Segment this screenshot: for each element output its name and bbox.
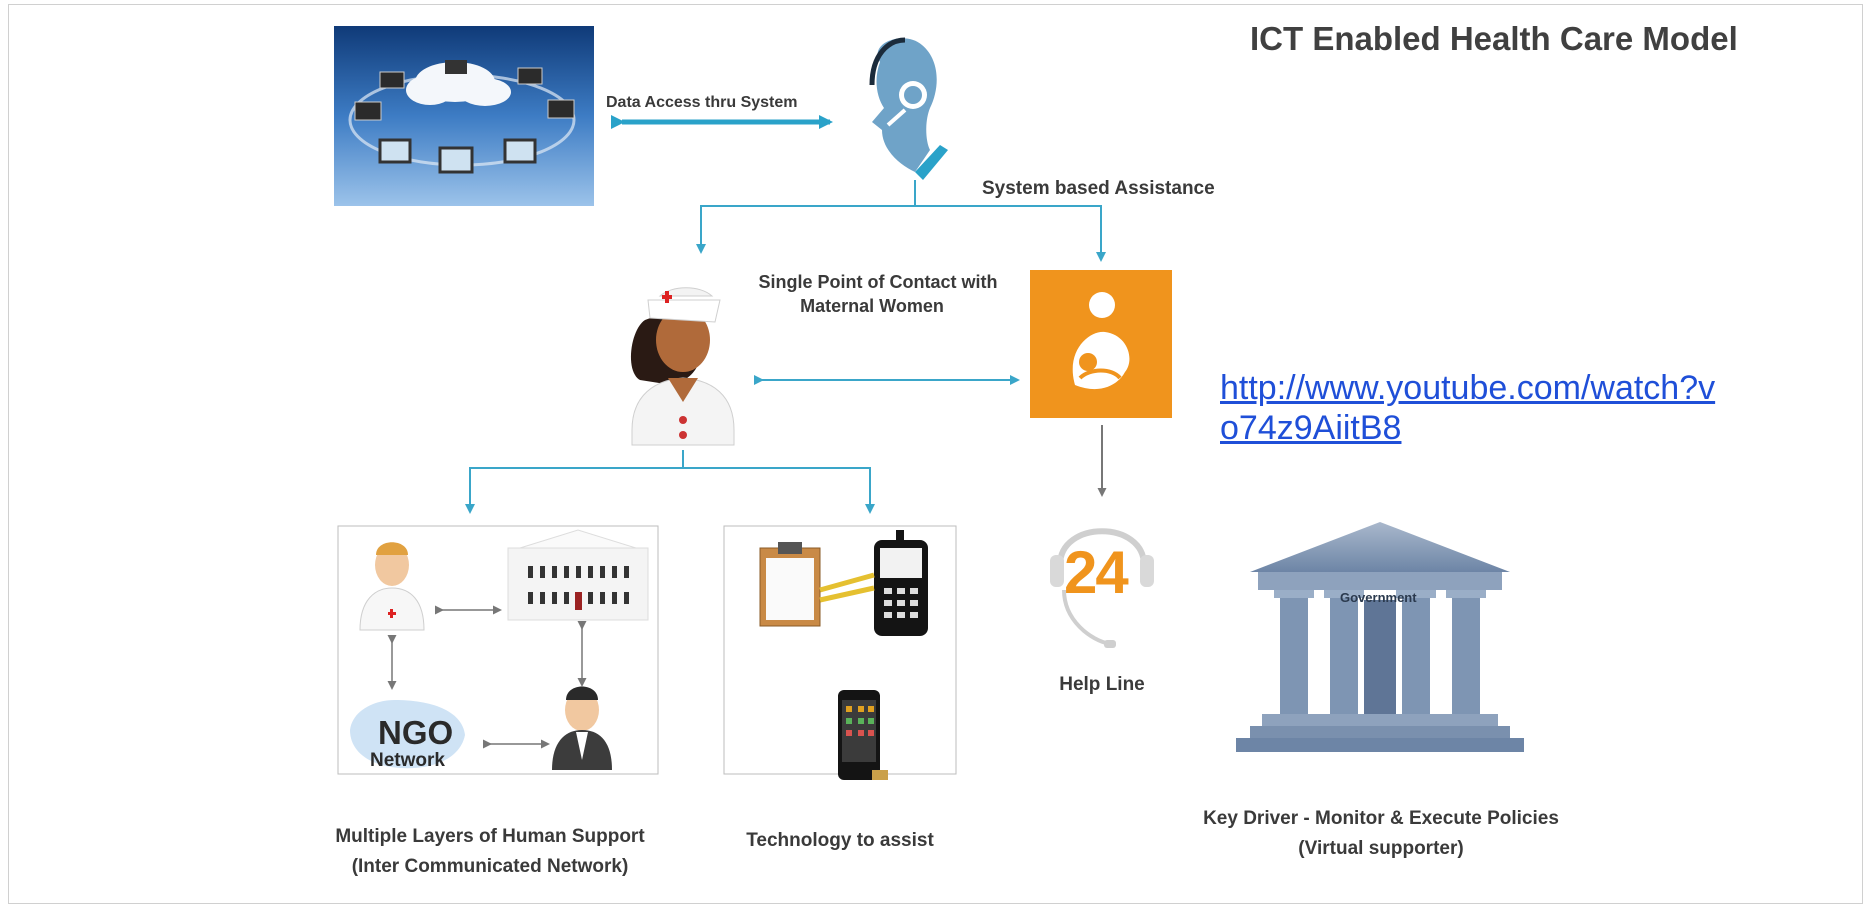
government-building-icon [1236, 522, 1524, 752]
agent-branch-connector [696, 180, 916, 254]
help-number: 24 [1064, 539, 1129, 606]
helpline-24-icon [1050, 528, 1154, 648]
technology-label: Technology to assist [746, 830, 934, 851]
human-support-network [337, 525, 659, 775]
technology-box [723, 525, 957, 780]
youtube-link-line1[interactable]: http://www.youtube.com/watch?v [1220, 369, 1716, 407]
ngo-network-label: Network [370, 750, 445, 771]
cloud-network-icon [334, 26, 594, 206]
nurse-branch-connector [465, 450, 684, 514]
human-support-label-line2: (Inter Communicated Network) [351, 856, 629, 877]
call-center-agent-icon [869, 37, 948, 180]
feature-phone-icon [874, 530, 928, 636]
clipboard-icon [759, 542, 821, 627]
smartphone-icon [838, 690, 888, 780]
data-access-label: Data Access thru System [606, 94, 798, 111]
help-line-label: Help Line [1059, 674, 1145, 695]
ngo-network-icon [350, 700, 465, 769]
human-support-label-line1: Multiple Layers of Human Support [335, 826, 645, 847]
system-assistance-label: System based Assistance [982, 178, 1215, 199]
official-icon [552, 686, 612, 770]
ngo-label: NGO [378, 714, 454, 751]
government-label-line2: (Virtual supporter) [1298, 838, 1464, 859]
government-sign: Government [1340, 590, 1417, 605]
doctor-icon [359, 542, 425, 631]
nurse-icon [630, 287, 735, 446]
hospital-icon [507, 529, 649, 621]
spoc-label-line2: Maternal Women [800, 296, 944, 316]
mother-baby-icon [1030, 270, 1172, 418]
youtube-link[interactable]: http://www.youtube.com/watch?v o74z9Aiit… [1220, 368, 1715, 448]
government-label-line1: Key Driver - Monitor & Execute Policies [1203, 808, 1559, 829]
page-title: ICT Enabled Health Care Model [1250, 20, 1738, 57]
youtube-link-line2[interactable]: o74z9AiitB8 [1220, 409, 1402, 447]
spoc-label-line1: Single Point of Contact with [758, 272, 998, 292]
